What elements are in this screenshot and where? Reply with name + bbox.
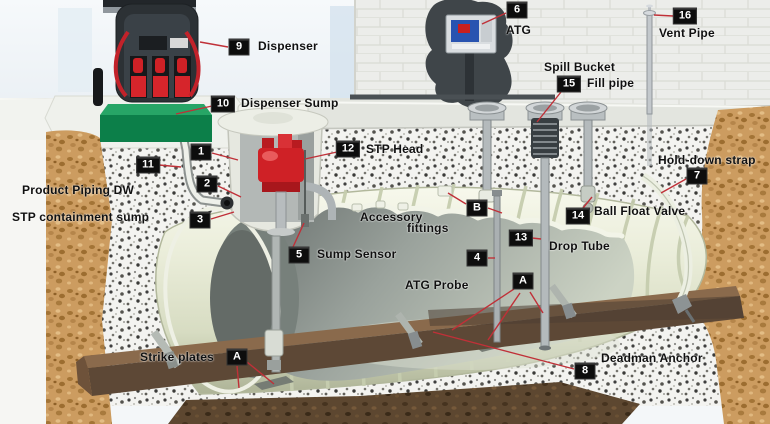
vent-pipe-shape	[643, 4, 656, 166]
ball-float-valve-shape	[580, 185, 596, 203]
building-wall	[354, 0, 770, 110]
fuel-dispenser	[93, 0, 212, 142]
native-soil-right	[688, 106, 770, 424]
dispenser-sump-box	[100, 104, 212, 142]
unexcavated-face	[0, 140, 46, 424]
tank-end-deep	[210, 230, 274, 366]
stp-containment-sump-assembly	[217, 103, 336, 373]
bollard	[93, 68, 103, 106]
nozzle-bays	[130, 56, 191, 98]
fuel-hose	[184, 30, 201, 98]
stp-head	[258, 134, 304, 192]
stp-column	[271, 235, 281, 373]
riser-fill	[467, 101, 507, 343]
native-soil-bottom	[168, 382, 640, 424]
product-piping	[175, 119, 234, 210]
atg-probe-pipe	[493, 195, 501, 343]
drop-tube-pipe	[540, 157, 550, 349]
sump-sensor-probe	[301, 214, 309, 227]
fuel-hose	[113, 30, 130, 98]
native-soil-left	[46, 130, 112, 424]
